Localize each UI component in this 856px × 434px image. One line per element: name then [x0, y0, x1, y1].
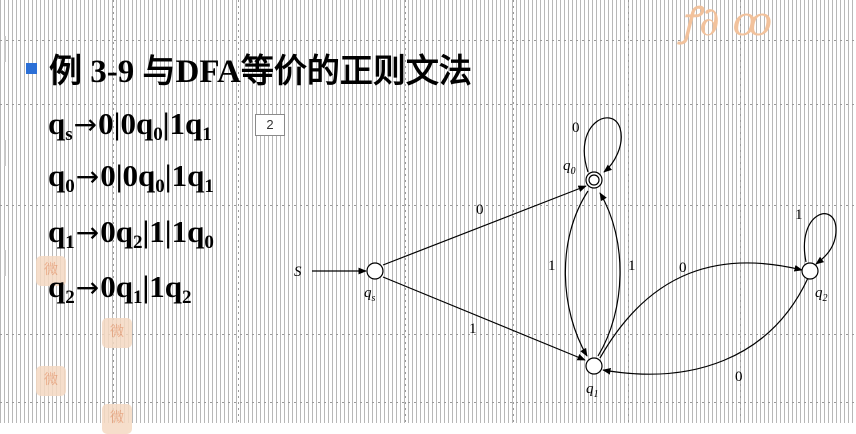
- rule-lhs-sub: 1: [65, 232, 75, 253]
- state-q0: [585, 171, 603, 189]
- rule-rhs-sub: 0: [204, 232, 214, 253]
- state-q0-accept-ring: [588, 174, 600, 186]
- slide-title: 例 3-9 与DFA等价的正则文法: [49, 54, 472, 90]
- edge-q0-loop: [583, 117, 622, 173]
- state-q2: [801, 262, 819, 280]
- rule-lhs: q: [48, 158, 66, 193]
- grid-line: [113, 0, 114, 423]
- decorative-stamp: 微: [36, 256, 66, 286]
- grammar-rule: q2→0q1|1q2: [48, 271, 192, 307]
- decorative-stamp: 微: [102, 318, 132, 348]
- edge-q1-q0: [597, 192, 621, 357]
- edge-label-q1-q0: 1: [628, 258, 636, 274]
- state-q1: [585, 357, 603, 375]
- rule-rhs-sub: 1: [202, 124, 212, 145]
- rule-arrow: →: [73, 108, 98, 141]
- rule-rhs: |1q: [162, 106, 203, 141]
- start-label: S: [294, 264, 302, 280]
- grammar-rule: qs→0|0q0|1q1: [48, 108, 212, 144]
- rule-lhs-sub: 2: [65, 287, 75, 308]
- state-qs: [366, 262, 384, 280]
- state-label-q2: q2: [815, 285, 828, 304]
- rule-rhs-sub: 0: [155, 176, 165, 197]
- rule-lhs: q: [48, 214, 66, 249]
- rule-lhs-sub: s: [65, 124, 73, 145]
- page-number-badge[interactable]: 2: [255, 114, 285, 136]
- edge-label-q1-q2: 0: [679, 260, 687, 276]
- edge-label-q2-loop: 1: [795, 207, 803, 223]
- rule-lhs-sub: 0: [65, 176, 75, 197]
- rule-rhs-sub: 0: [153, 124, 163, 145]
- rule-lhs: q: [48, 269, 66, 304]
- rule-rhs: 0q: [100, 214, 133, 249]
- grid-line: [740, 0, 741, 423]
- rule-rhs: |1q: [164, 158, 205, 193]
- margin-mark: [4, 250, 6, 276]
- grid-line: [0, 334, 856, 335]
- edge-qs-q0: [382, 185, 587, 266]
- dfa-diagram: S 0 1 0 1 1 0 0 1 qs q0 q1 q2: [294, 117, 837, 400]
- bullet-icon: [26, 62, 37, 74]
- grid-line: [0, 402, 856, 403]
- slide-title-row: 例 3-9 与DFA等价的正则文法: [26, 44, 472, 92]
- rule-rhs-sub: 1: [132, 287, 143, 308]
- rule-arrow: →: [75, 160, 100, 193]
- rule-rhs: 0|0q: [100, 158, 156, 193]
- margin-mark: [4, 140, 6, 166]
- state-label-q0: q0: [563, 158, 576, 177]
- edge-label-qs-q1: 1: [469, 321, 477, 337]
- edge-label-q0-q1: 1: [548, 258, 556, 274]
- grid-line: [238, 0, 239, 423]
- grid-line: [405, 0, 406, 423]
- edge-label-q2-q1: 0: [735, 369, 743, 385]
- grid-line: [0, 40, 856, 41]
- edge-q2-loop: [803, 213, 837, 265]
- rule-rhs-sub: 2: [132, 232, 143, 253]
- state-label-qs: qs: [364, 285, 376, 304]
- edge-qs-q1: [382, 276, 586, 361]
- edge-label-q0-loop: 0: [572, 120, 580, 136]
- rule-rhs: 0|0q: [98, 106, 154, 141]
- margin-mark: [4, 36, 6, 62]
- edge-q2-q1: [602, 277, 809, 375]
- decorative-stamp: 微: [36, 366, 66, 396]
- rule-rhs-sub: 2: [182, 287, 192, 308]
- rule-rhs-sub: 1: [204, 176, 214, 197]
- rule-lhs: q: [48, 106, 66, 141]
- rule-rhs: 0q: [100, 269, 133, 304]
- grid-line: [0, 104, 856, 105]
- grammar-rule: q1→0q2|1|1q0: [48, 216, 214, 252]
- grid-line: [628, 0, 629, 423]
- rule-arrow: →: [75, 216, 100, 249]
- decorative-logo: ꝭ∂ ꝏ: [680, 0, 773, 45]
- grid-line: [0, 205, 856, 206]
- edge-q1-q2: [599, 262, 803, 359]
- grid-line: [513, 0, 514, 423]
- rule-rhs: |1|1q: [142, 214, 205, 249]
- grammar-rule: q0→0|0q0|1q1: [48, 160, 214, 196]
- rule-rhs: |1q: [142, 269, 183, 304]
- edge-label-qs-q0: 0: [476, 202, 484, 218]
- rule-arrow: →: [75, 271, 100, 304]
- edge-q0-q1: [564, 190, 589, 357]
- state-label-q1: q1: [586, 381, 599, 400]
